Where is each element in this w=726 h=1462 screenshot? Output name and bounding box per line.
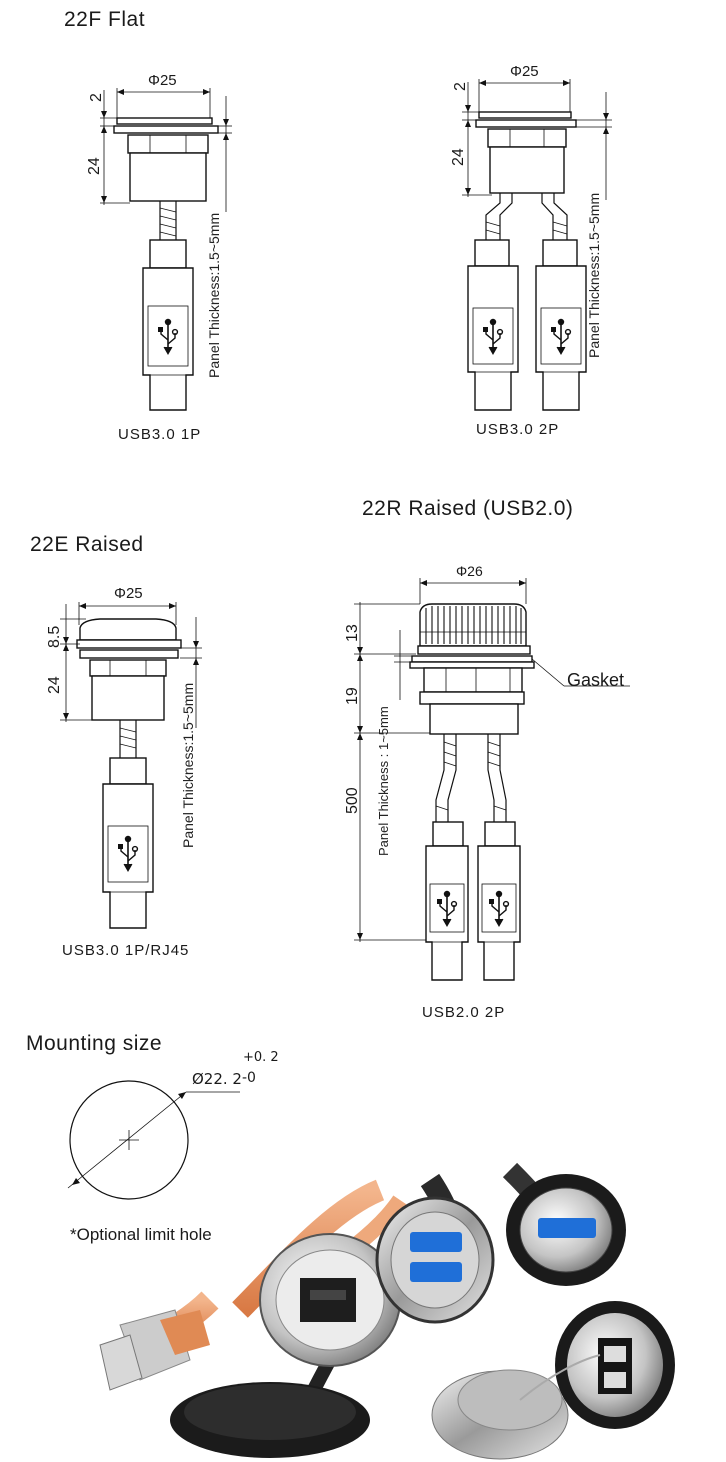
- raised-1p-panel-note: Panel Thickness:1.5~5mm: [180, 682, 196, 848]
- raised-usb2-diameter-label: Φ26: [456, 563, 483, 579]
- knurled-cap-icon: [431, 1354, 601, 1460]
- mounting-section-title: Mounting size: [26, 1032, 163, 1055]
- flat-1p-caption: USB3.0 1P: [118, 426, 202, 443]
- flat-1p-body-dim-label: 24: [86, 157, 103, 175]
- raised-1p-top-dim-label: 8.5: [46, 625, 63, 648]
- raised-usb2-cable-dim-label: 500: [344, 787, 361, 814]
- raised-1p-body-dim-label: 24: [46, 676, 63, 694]
- flat-2p-panel-note: Panel Thickness:1.5~5mm: [586, 192, 602, 358]
- usb2-port-icon: [555, 1301, 675, 1429]
- rj45-plug-icon: [99, 1309, 210, 1391]
- flat-1p-drawing: [100, 88, 232, 411]
- raised-1p-caption: USB3.0 1P/RJ45: [62, 942, 190, 959]
- raised-usb2-caption: USB2.0 2P: [422, 1004, 506, 1021]
- raised-1p-drawing: [60, 602, 202, 929]
- mounting-tolerance-upper: +0. 2: [243, 1050, 279, 1065]
- raised-usb2-drawing: [354, 578, 630, 981]
- mounting-hole-diameter: Ø22. 2: [192, 1070, 242, 1088]
- flat-section-title: 22F Flat: [64, 8, 146, 31]
- raised-section-title: 22E Raised: [30, 533, 144, 556]
- raised-usb2-panel-note: Panel Thickness : 1~5mm: [376, 706, 391, 856]
- flat-2p-top-dim-label: 2: [452, 82, 469, 91]
- raised-usb2-section-title: 22R Raised (USB2.0): [362, 497, 574, 520]
- gasket-label: Gasket: [567, 670, 625, 690]
- flat-2p-body-dim-label: 24: [450, 148, 467, 166]
- raised-usb2-body-dim-label: 19: [344, 687, 361, 705]
- usb-port-icon: [506, 1174, 626, 1286]
- double-usb-port-icon: [375, 1196, 495, 1324]
- flat-1p-top-dim-label: 2: [88, 93, 105, 102]
- limit-hole-note: *Optional limit hole: [70, 1225, 212, 1244]
- flat-2p-diameter-label: Φ25: [510, 63, 539, 80]
- product-photo: [99, 1162, 675, 1460]
- raised-usb2-cap-dim-label: 13: [344, 624, 361, 642]
- flat-1p-diameter-label: Φ25: [148, 72, 177, 89]
- flat-1p-panel-note: Panel Thickness:1.5~5mm: [206, 212, 222, 378]
- mounting-drawing: [67, 1080, 240, 1200]
- raised-1p-diameter-label: Φ25: [114, 585, 143, 602]
- flat-2p-caption: USB3.0 2P: [476, 421, 560, 438]
- mounting-tolerance-lower: -0: [242, 1070, 256, 1086]
- flat-2p-drawing: [462, 79, 612, 411]
